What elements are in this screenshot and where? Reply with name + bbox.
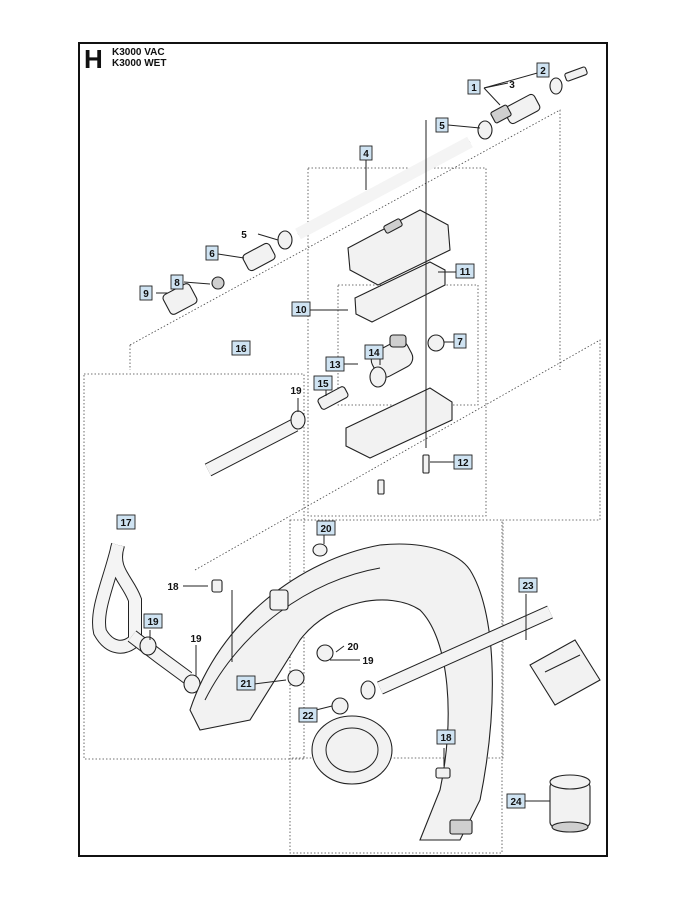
label-19a: 19 xyxy=(290,386,302,397)
callout-16: 16 xyxy=(231,340,251,356)
label-20b: 20 xyxy=(347,642,359,653)
svg-text:24: 24 xyxy=(510,797,522,808)
holder-part-23 xyxy=(529,639,601,706)
valve-base-part-13 xyxy=(345,387,453,459)
screw-part-12b xyxy=(377,479,385,495)
svg-text:21: 21 xyxy=(240,679,252,690)
fitting-part-22 xyxy=(331,697,349,715)
guide-frame-upper xyxy=(129,109,561,370)
callout-20a: 20 xyxy=(316,520,336,536)
blade-guard xyxy=(189,543,493,841)
plug-part-20a xyxy=(312,543,328,557)
valve-lever-part-10 xyxy=(354,261,446,323)
nipple-part-6 xyxy=(242,242,276,272)
svg-text:18: 18 xyxy=(440,733,452,744)
svg-text:7: 7 xyxy=(457,337,463,348)
callout-7: 7 xyxy=(453,333,467,349)
screw-part-2 xyxy=(564,66,588,82)
clamp-part-19d xyxy=(360,680,376,700)
callout-6: 6 xyxy=(205,245,219,261)
diagram-frame xyxy=(78,42,608,857)
callout-22: 22 xyxy=(298,707,318,723)
bracket-part xyxy=(269,589,289,611)
section-letter: H xyxy=(84,44,103,74)
callout-4: 4 xyxy=(359,145,373,161)
svg-text:13: 13 xyxy=(329,360,341,371)
label-3: 3 xyxy=(509,80,515,91)
tube-part-23 xyxy=(377,605,553,695)
callout-19b: 19 xyxy=(143,613,163,629)
leader-lines xyxy=(149,69,550,802)
guide-frame-valve xyxy=(307,167,487,517)
svg-text:12: 12 xyxy=(457,458,469,469)
valve-cover-part-11 xyxy=(347,209,451,286)
washer-part-5b xyxy=(277,230,293,250)
callout-2: 2 xyxy=(536,62,550,78)
svg-text:11: 11 xyxy=(460,267,471,278)
clamp-part-19b xyxy=(139,636,157,656)
coupling-part-3 xyxy=(490,93,541,125)
ring-part-3 xyxy=(549,77,563,95)
label-18a: 18 xyxy=(167,582,179,593)
callout-9: 9 xyxy=(139,285,153,301)
svg-text:6: 6 xyxy=(209,249,215,260)
callout-5a: 5 xyxy=(435,117,449,133)
clamp-part-19a xyxy=(290,410,306,430)
callout-10: 10 xyxy=(291,301,311,317)
tube-part-4 xyxy=(295,136,473,240)
washer-part-5a xyxy=(477,120,493,140)
callout-8: 8 xyxy=(170,274,184,290)
label-5b: 5 xyxy=(241,230,247,241)
svg-text:1: 1 xyxy=(471,83,477,94)
callout-12: 12 xyxy=(453,454,473,470)
model-name-wet: K3000 WET xyxy=(112,58,167,69)
callout-1: 1 xyxy=(467,79,481,95)
guide-frame-left xyxy=(83,373,305,760)
callout-21: 21 xyxy=(236,675,256,691)
label-19c: 19 xyxy=(190,634,202,645)
svg-text:2: 2 xyxy=(540,66,546,77)
svg-text:4: 4 xyxy=(363,149,369,160)
svg-text:16: 16 xyxy=(235,344,247,355)
svg-text:19: 19 xyxy=(147,617,159,628)
screw-part-12 xyxy=(422,454,430,474)
guide-frame-bottom xyxy=(289,519,503,854)
callout-13: 13 xyxy=(325,356,345,372)
svg-text:23: 23 xyxy=(522,581,534,592)
callout-18b: 18 xyxy=(436,729,456,745)
oring-part-8 xyxy=(211,276,225,290)
callout-11: 11 xyxy=(455,263,475,279)
nozzle-part-15 xyxy=(317,386,349,410)
hose-part-16 xyxy=(204,418,299,477)
svg-text:17: 17 xyxy=(120,518,132,529)
callout-23: 23 xyxy=(518,577,538,593)
svg-text:10: 10 xyxy=(295,305,307,316)
svg-text:20: 20 xyxy=(320,524,332,535)
oring-part-7 xyxy=(427,334,445,352)
svg-text:14: 14 xyxy=(368,348,380,359)
valve-body-part-14 xyxy=(369,334,414,388)
svg-text:9: 9 xyxy=(143,289,149,300)
coupling-part-24 xyxy=(549,774,591,833)
svg-text:22: 22 xyxy=(302,711,314,722)
screw-part-18b xyxy=(435,767,451,779)
svg-text:8: 8 xyxy=(174,278,180,289)
svg-text:15: 15 xyxy=(317,379,329,390)
callout-14: 14 xyxy=(364,344,384,360)
plug-part-20b xyxy=(316,644,334,662)
callout-24: 24 xyxy=(506,793,526,809)
model-name-vac: K3000 VAC xyxy=(112,47,165,58)
callout-17: 17 xyxy=(116,514,136,530)
screw-part-18a xyxy=(211,579,223,593)
fitting-part-21 xyxy=(287,669,305,687)
label-19d: 19 xyxy=(362,656,374,667)
svg-text:5: 5 xyxy=(439,121,445,132)
callout-15: 15 xyxy=(313,375,333,391)
